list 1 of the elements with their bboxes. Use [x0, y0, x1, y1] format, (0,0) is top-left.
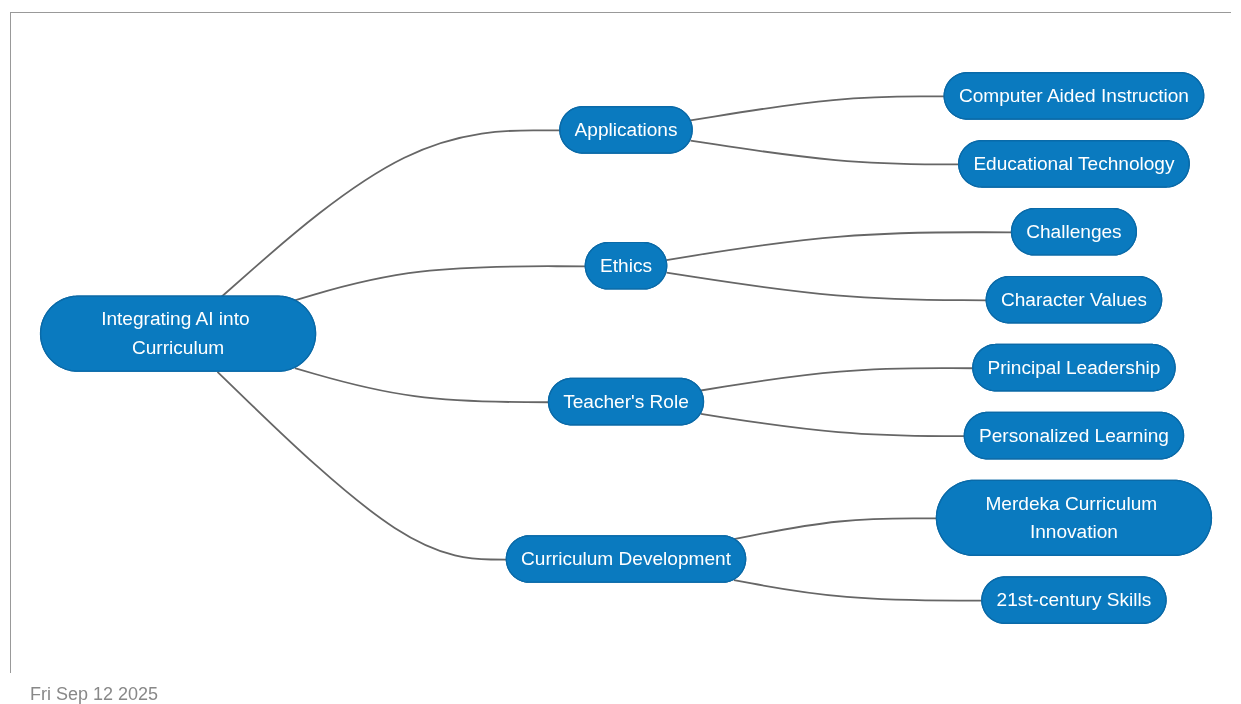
- date-note: Fri Sep 12 2025: [30, 684, 159, 704]
